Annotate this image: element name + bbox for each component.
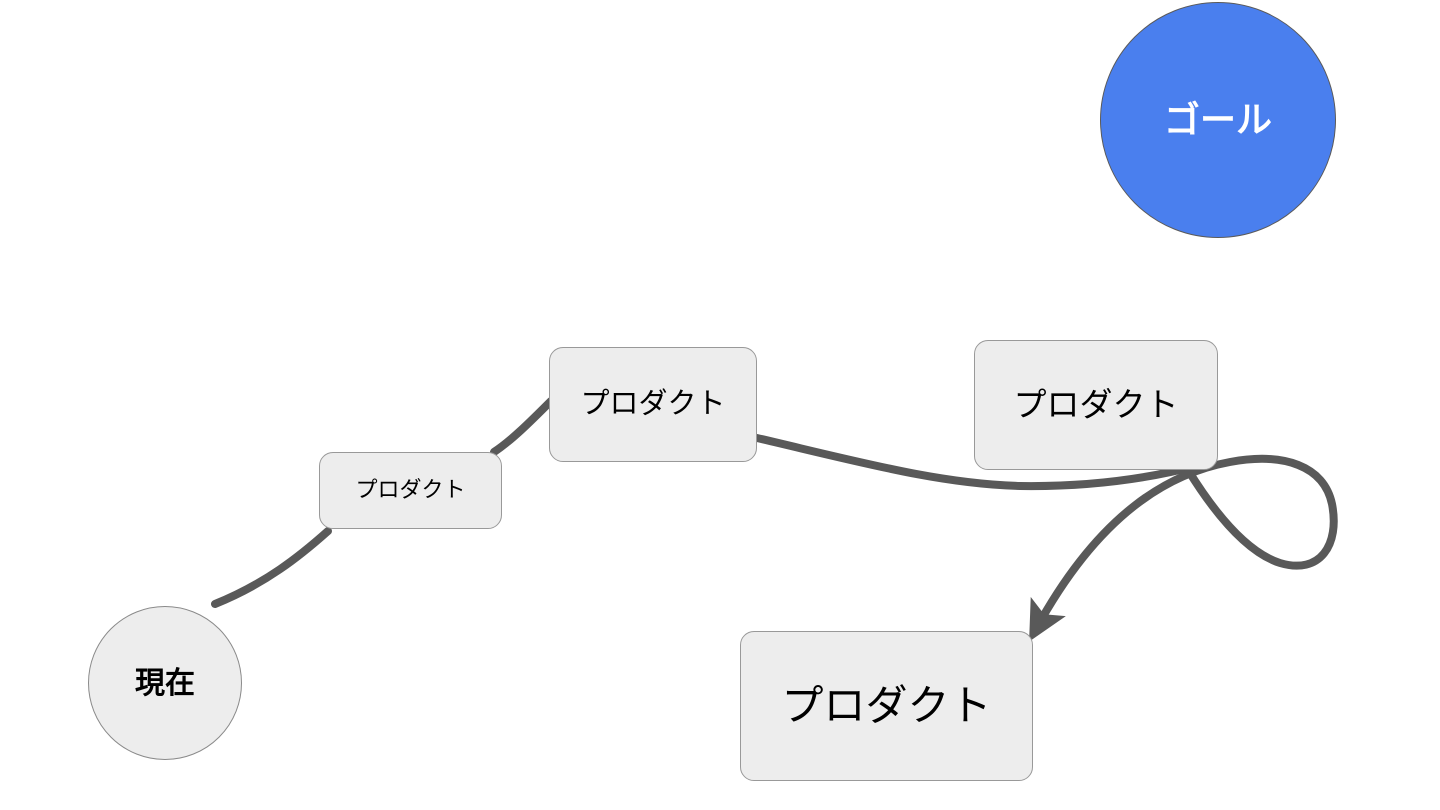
node-label: プロダクト bbox=[355, 477, 466, 503]
edge-product1-to-product2 bbox=[490, 397, 555, 456]
node-label: プロダクト bbox=[781, 681, 992, 729]
node-label: 現在 bbox=[135, 666, 195, 700]
node-label: プロダクト bbox=[1013, 385, 1179, 423]
node-goal[interactable]: ゴール bbox=[1100, 2, 1336, 238]
node-product-1[interactable]: プロダクト bbox=[319, 452, 502, 529]
edge-current-to-product1 bbox=[211, 527, 332, 608]
node-label: ゴール bbox=[1163, 99, 1272, 141]
node-label: プロダクト bbox=[580, 387, 726, 420]
node-current[interactable]: 現在 bbox=[88, 606, 242, 760]
node-product-4[interactable]: プロダクト bbox=[740, 631, 1033, 781]
node-product-3[interactable]: プロダクト bbox=[974, 340, 1218, 470]
edge-product3-loop-to-product4 bbox=[1029, 455, 1338, 642]
node-product-2[interactable]: プロダクト bbox=[549, 347, 757, 462]
